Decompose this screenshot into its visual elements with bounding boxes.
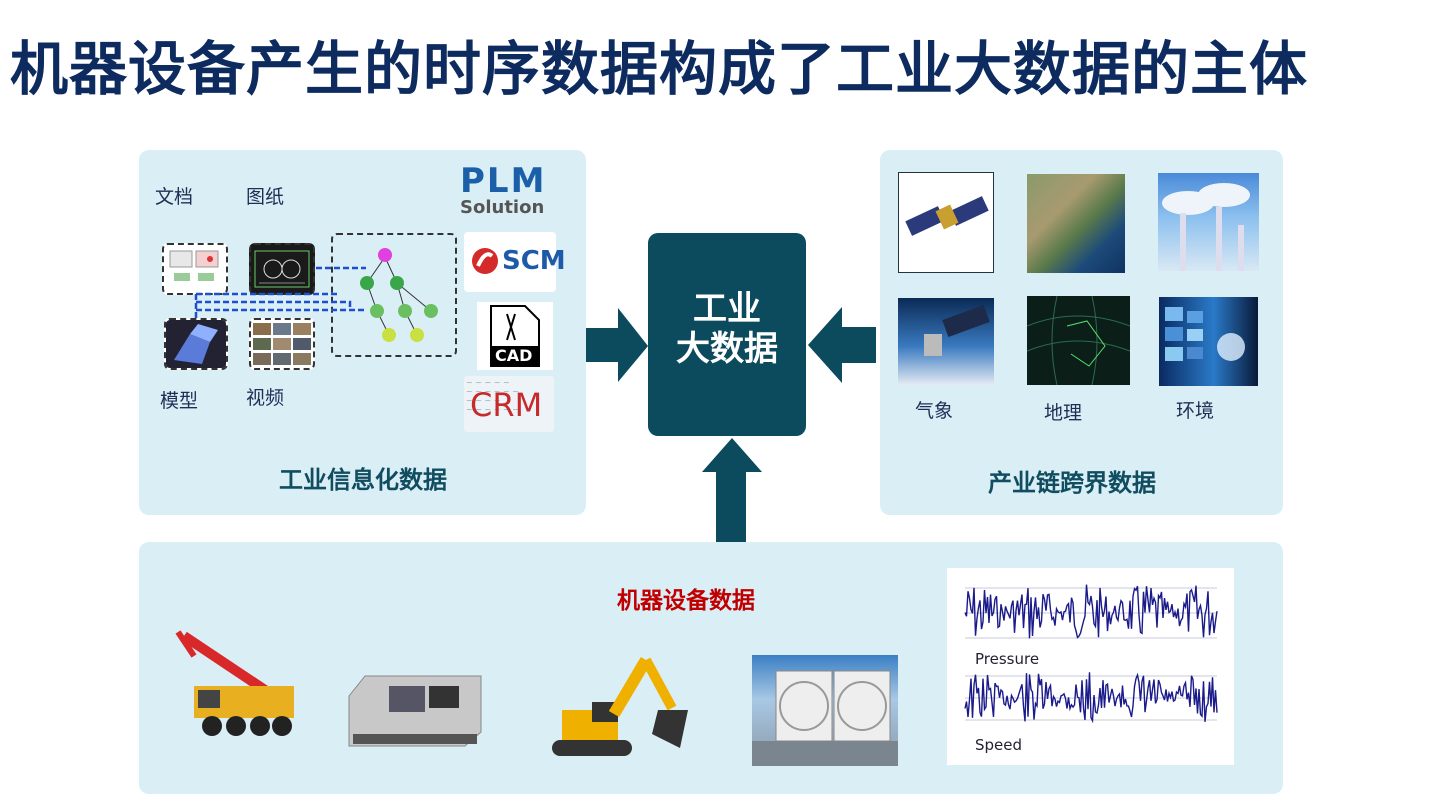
excavator-image [548,648,698,762]
industrial-big-data-box: 工业 大数据 [648,233,806,436]
crane-truck-image [164,626,304,738]
plm-subtext: Solution [460,198,552,218]
industrial-fans-image [752,655,898,766]
screens-image [1159,297,1258,386]
video-thumbnail [249,318,315,370]
speed-label: Speed [975,736,1022,754]
waveform-chart: Pressure Speed [947,568,1234,765]
factory-emissions-image [1158,173,1259,271]
industrial-info-title: 工业信息化数据 [279,460,447,495]
scm-text: SCM [502,246,566,276]
drawing-label: 图纸 [246,182,284,209]
page-title: 机器设备产生的时序数据构成了工业大数据的主体 [10,22,1308,106]
cross-industry-title: 产业链跨界数据 [988,463,1156,498]
geo-label: 地理 [1044,398,1082,425]
connector-lines [190,262,370,322]
video-grid-icon [251,320,313,368]
cnc-machine-image [345,672,485,750]
model-thumbnail [164,318,228,370]
satellite-orbit-icon [898,298,994,386]
arrow-right [586,308,650,384]
chimney-icon [1158,173,1259,271]
pressure-label: Pressure [975,650,1039,668]
crm-logo: ~ ~ ~ ~ ~~ ~ ~ ~ ~ ~~ ~ ~ ~~ ~ ~ ~ ~ ~ C… [464,376,554,432]
scm-logo: SCM [464,232,556,292]
arrow-left [806,305,878,385]
cad-logo: CAD [477,302,553,370]
geographic-grid-image [1027,296,1130,385]
doc-label: 文档 [155,182,193,209]
satellite-icon [899,173,993,272]
crm-text: CRM [470,386,542,424]
arrow-up [700,436,764,544]
screen-wall-icon [1159,297,1258,386]
center-line2: 大数据 [648,329,806,369]
center-line1: 工业 [648,289,806,329]
cad-text: CAD [495,346,532,365]
env-label: 环境 [1176,396,1214,423]
3d-model-icon [166,320,226,368]
video-label: 视频 [246,383,284,410]
plm-logo: PLM Solution [460,164,552,220]
model-label: 模型 [160,386,198,413]
grid-map-icon [1027,296,1130,385]
machine-data-title: 机器设备数据 [617,581,755,615]
scm-swirl-icon [470,246,500,276]
plm-text: PLM [460,164,552,198]
weather-label: 气象 [915,396,953,423]
fan-icon [752,655,898,766]
satellite-earth-image [898,298,994,386]
satellite-image [898,172,994,273]
asia-map-image [1027,174,1125,273]
